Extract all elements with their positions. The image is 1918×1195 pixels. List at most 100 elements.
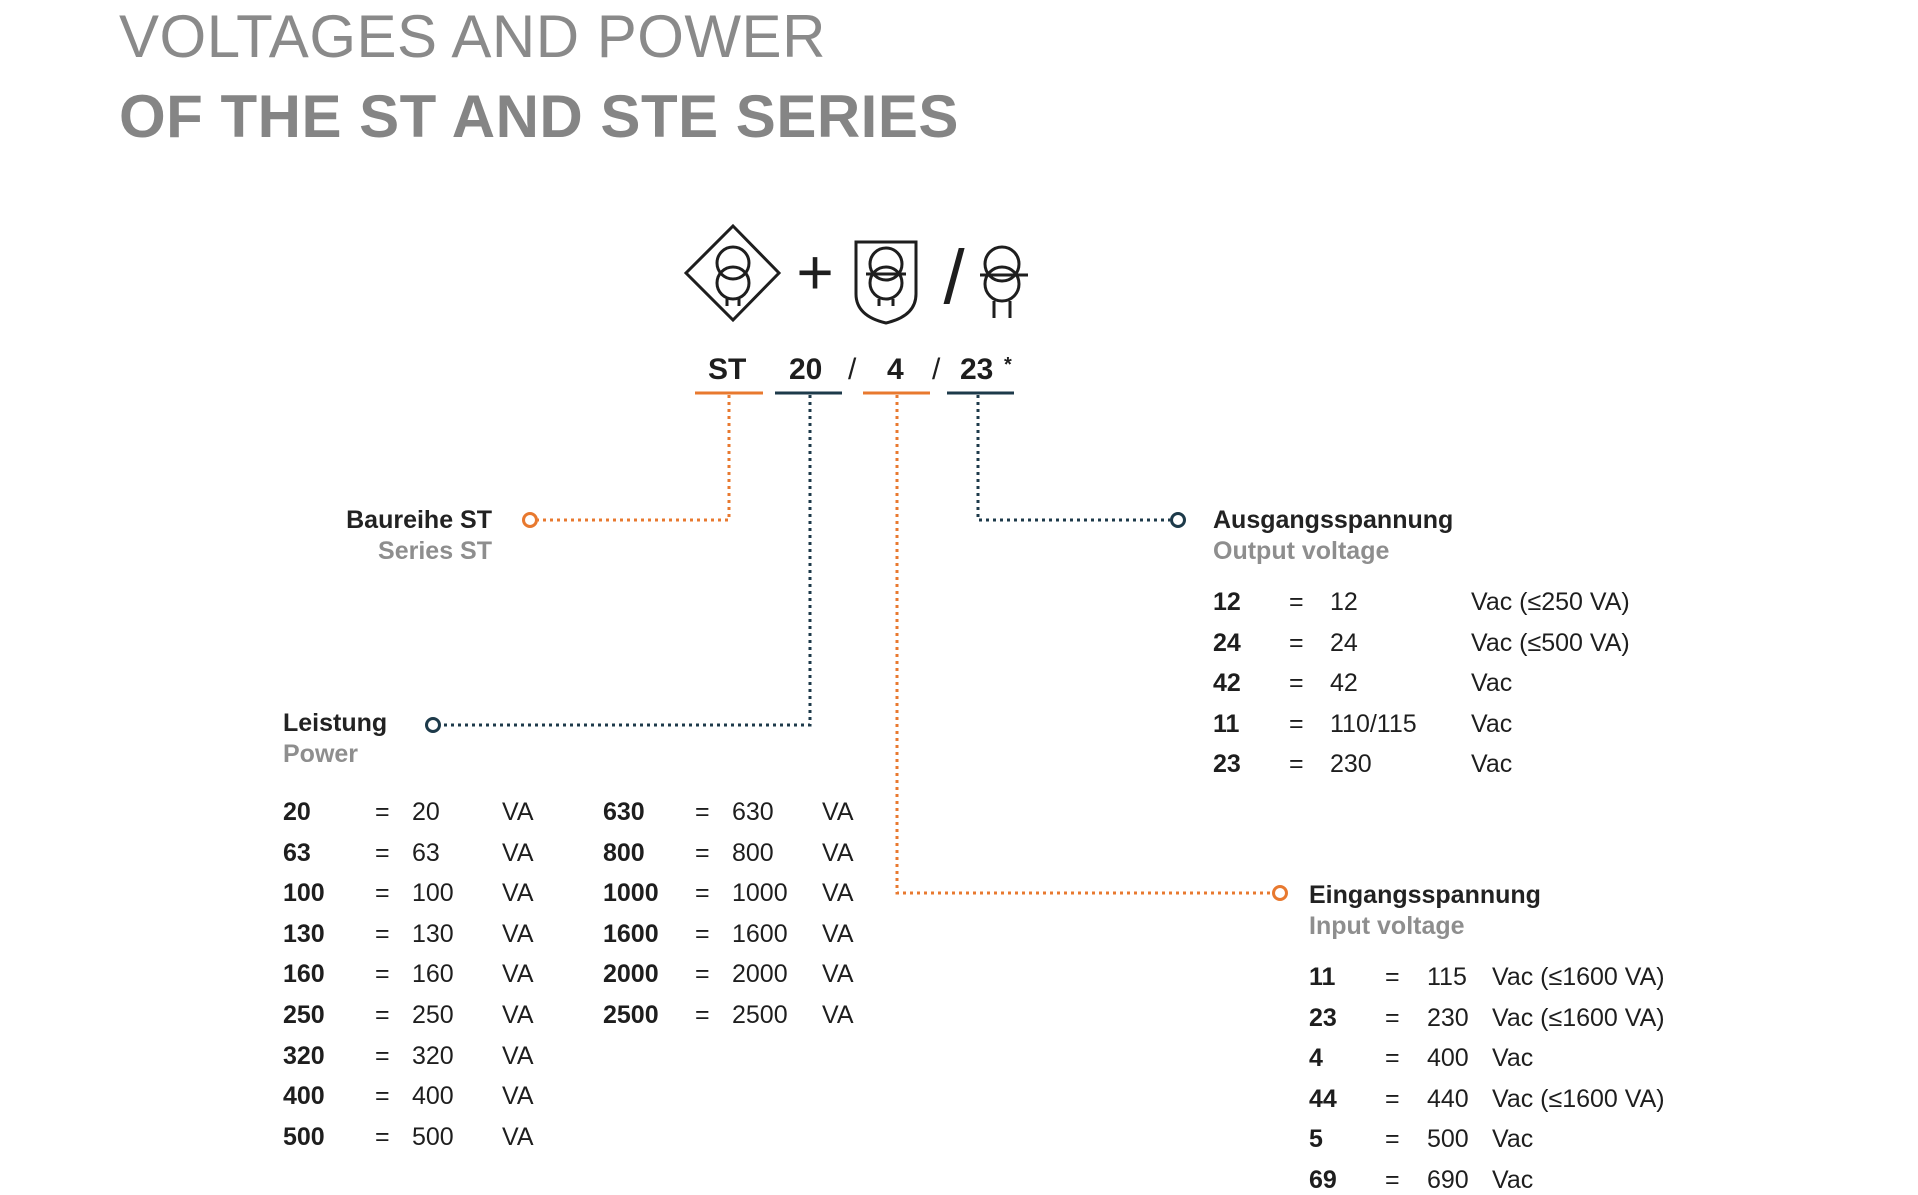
equals-sign: = — [695, 879, 710, 908]
power-value: 2500 — [732, 1001, 788, 1029]
voltage-code: 23 — [1309, 1003, 1337, 1032]
code-asterisk: * — [1004, 354, 1012, 376]
input-voltage-label-de: Eingangsspannung — [1309, 881, 1541, 909]
voltage-code: 5 — [1309, 1125, 1323, 1154]
equals-sign: = — [1289, 588, 1304, 616]
equals-sign: = — [695, 960, 710, 989]
input-voltage-label-en: Input voltage — [1309, 912, 1465, 940]
power-code: 250 — [283, 1001, 325, 1029]
voltage-code: 24 — [1213, 628, 1241, 657]
voltage-value: 230 — [1330, 750, 1372, 779]
power-unit: VA — [502, 1122, 534, 1151]
power-code: 800 — [603, 838, 645, 867]
voltage-value: 110/115 — [1330, 709, 1417, 738]
power-unit: VA — [502, 1001, 534, 1029]
power-code: 20 — [283, 798, 311, 826]
power-value: 500 — [412, 1122, 454, 1151]
power-unit: VA — [822, 1001, 854, 1029]
power-code: 630 — [603, 798, 645, 826]
power-code: 320 — [283, 1041, 325, 1070]
code-separator-1: / — [848, 353, 857, 386]
power-unit: VA — [822, 879, 854, 908]
voltage-code: 11 — [1309, 963, 1336, 991]
equals-sign: = — [1289, 750, 1304, 779]
equals-sign: = — [375, 1001, 390, 1029]
equals-sign: = — [1385, 1166, 1400, 1194]
equals-sign: = — [1289, 709, 1304, 738]
series-connector — [538, 395, 731, 522]
power-unit: VA — [502, 798, 534, 826]
voltage-code: 23 — [1213, 750, 1241, 779]
series-label-de: Baureihe ST — [346, 506, 492, 534]
voltage-unit: Vac — [1492, 1166, 1534, 1194]
power-unit: VA — [822, 919, 854, 948]
plus-sign: + — [796, 236, 833, 308]
power-value: 100 — [412, 879, 454, 908]
code-output: 23 — [960, 353, 994, 386]
slash-sign: / — [943, 235, 965, 320]
voltage-unit: Vac (≤250 VA) — [1471, 588, 1630, 616]
power-value: 800 — [732, 838, 774, 867]
input-connector — [895, 395, 1272, 895]
power-label-de: Leistung — [283, 709, 388, 737]
equals-sign: = — [1385, 963, 1400, 991]
power-value: 20 — [412, 798, 440, 826]
power-unit: VA — [502, 1082, 534, 1111]
power-code: 1600 — [603, 919, 659, 948]
power-unit: VA — [502, 919, 534, 948]
page-title-line-1: VOLTAGES AND POWER — [119, 3, 826, 70]
equals-sign: = — [1289, 669, 1304, 698]
voltage-unit: Vac (≤1600 VA) — [1492, 1084, 1665, 1113]
equals-sign: = — [375, 960, 390, 989]
power-value: 1600 — [732, 919, 788, 948]
voltage-unit: Vac — [1492, 1044, 1534, 1073]
voltage-code: 42 — [1213, 669, 1241, 698]
power-code: 160 — [283, 960, 325, 989]
equals-sign: = — [695, 798, 710, 826]
voltage-value: 115 — [1427, 963, 1467, 991]
equals-sign: = — [1385, 1003, 1400, 1032]
equals-sign: = — [695, 1001, 710, 1029]
power-value: 63 — [412, 838, 440, 867]
page-title-line-2: OF THE ST AND STE SERIES — [119, 83, 959, 150]
voltage-unit: Vac — [1471, 669, 1513, 698]
input-connector-dot — [1272, 885, 1288, 901]
power-unit: VA — [502, 838, 534, 867]
power-unit: VA — [822, 960, 854, 989]
voltage-code: 12 — [1213, 588, 1241, 616]
short-circuit-proof-transformer-shield-icon — [854, 240, 918, 325]
equals-sign: = — [695, 838, 710, 867]
equals-sign: = — [375, 879, 390, 908]
power-code: 1000 — [603, 879, 659, 908]
equals-sign: = — [375, 919, 390, 948]
fail-safe-transformer-icon — [980, 245, 1028, 318]
power-code: 100 — [283, 879, 325, 908]
voltage-code: 11 — [1213, 709, 1240, 738]
equals-sign: = — [695, 919, 710, 948]
power-code: 130 — [283, 919, 325, 948]
power-unit: VA — [822, 838, 854, 867]
code-series: ST — [708, 353, 747, 386]
voltage-unit: Vac (≤500 VA) — [1471, 628, 1630, 657]
series-label-en: Series ST — [378, 537, 492, 565]
voltage-unit: Vac — [1471, 750, 1513, 779]
safety-isolating-transformer-diamond-icon — [683, 223, 782, 323]
power-code: 63 — [283, 838, 311, 867]
power-value: 250 — [412, 1001, 454, 1029]
voltage-unit: Vac (≤1600 VA) — [1492, 1003, 1665, 1032]
power-value: 130 — [412, 919, 454, 948]
equals-sign: = — [1385, 1084, 1400, 1113]
output-voltage-label-en: Output voltage — [1213, 537, 1390, 565]
power-code: 400 — [283, 1082, 325, 1111]
voltage-code: 69 — [1309, 1166, 1337, 1194]
voltage-value: 24 — [1330, 628, 1358, 657]
equals-sign: = — [375, 1082, 390, 1111]
power-value: 320 — [412, 1041, 454, 1070]
power-code: 2500 — [603, 1001, 659, 1029]
power-code: 500 — [283, 1122, 325, 1151]
power-value: 2000 — [732, 960, 788, 989]
voltage-value: 230 — [1427, 1003, 1469, 1032]
equals-sign: = — [1385, 1044, 1400, 1073]
power-unit: VA — [502, 1041, 534, 1070]
